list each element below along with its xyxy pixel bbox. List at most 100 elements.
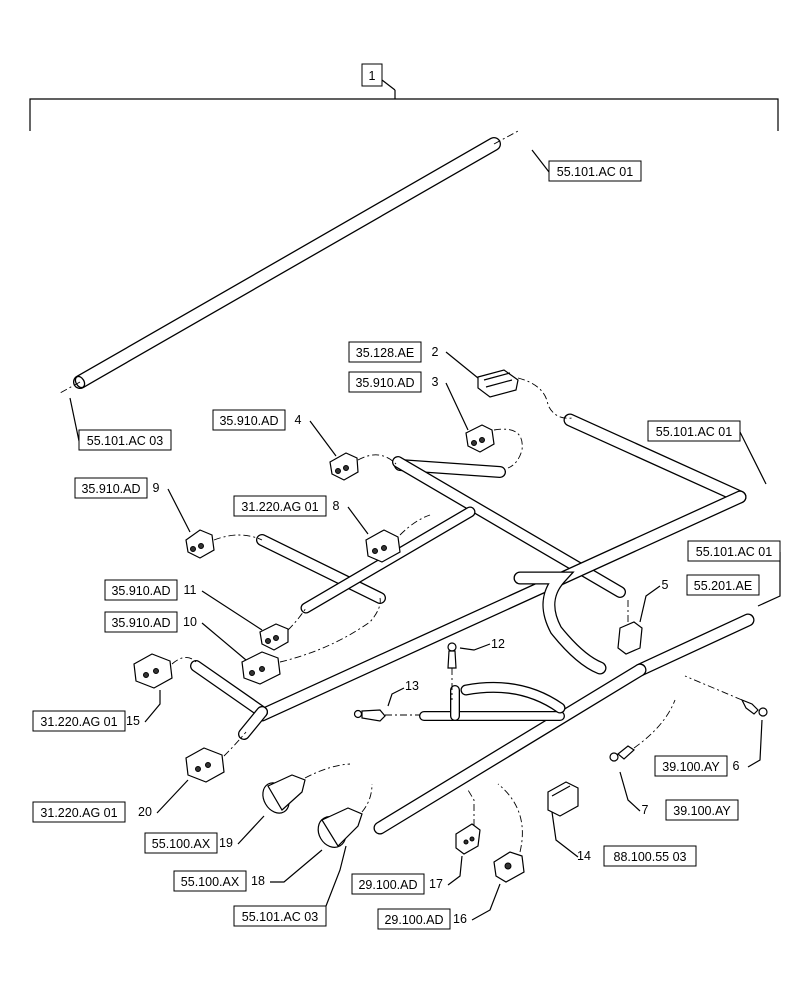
harness-trunks [190, 413, 755, 835]
connector-20 [185, 731, 247, 783]
callout: 35.910.AD 11 [104, 579, 263, 631]
callout-box [104, 579, 178, 601]
callout-reference: 31.220.AG 01 [40, 806, 117, 820]
callout: 39.100.AY7 [619, 771, 739, 821]
callout-leader-line [167, 488, 191, 533]
callout-leader-line [270, 849, 323, 883]
callout-leader-line [309, 420, 337, 457]
item-number: 4 [295, 413, 302, 427]
callout-box [348, 341, 422, 363]
callout: 55.100.AX 19 [144, 815, 265, 854]
callout-box [548, 160, 642, 182]
callout-leader-line [747, 719, 763, 768]
callout-leader-line [325, 845, 347, 907]
callout-box [377, 908, 451, 930]
callout: 29.100.AD 16 [377, 883, 501, 930]
callout-reference: 88.100.55 03 [614, 850, 687, 864]
item-number: 9 [153, 481, 160, 495]
callout-leader-line [156, 779, 189, 814]
callout-box [665, 799, 739, 821]
item-number: 3 [432, 375, 439, 389]
item-number: 7 [642, 803, 649, 817]
item-leader-line [459, 643, 491, 651]
callout: 39.100.AY 6 [654, 719, 763, 777]
long-conduit [59, 129, 521, 394]
callout: 55.101.AC 03 [69, 397, 172, 451]
callout: 31.220.AG 01 20 [32, 779, 189, 823]
connector-8 [365, 514, 431, 563]
callout-reference: 39.100.AY [662, 760, 720, 774]
callout-leader-line [639, 585, 661, 623]
callout-box [348, 371, 422, 393]
connector-4 [329, 452, 397, 481]
connector-2 [477, 369, 573, 419]
connector-10 [241, 597, 381, 685]
item-number: 8 [333, 499, 340, 513]
callout: 55.101.AC 03 [233, 845, 347, 927]
callout-box [212, 409, 286, 431]
callout-box [233, 495, 327, 517]
callout-box [647, 420, 741, 442]
item-number: 19 [219, 836, 233, 850]
callout-reference: 55.201.AE [694, 579, 752, 593]
plug-18 [317, 783, 373, 848]
item-number: 6 [733, 759, 740, 773]
callout-reference: 35.910.AD [111, 584, 170, 598]
callout-reference: 55.101.AC 03 [87, 434, 163, 448]
callout-leader-line [757, 552, 781, 607]
callout-reference: 35.910.AD [111, 616, 170, 630]
callout-box [233, 905, 327, 927]
callout-leader-line [551, 811, 579, 858]
connector-11 [259, 607, 307, 651]
loose-item-callout: 13 [387, 679, 419, 707]
item-number: 2 [432, 345, 439, 359]
item-number: 17 [429, 877, 443, 891]
callout-leader-line [471, 883, 501, 921]
assembly-bracket: 1 [29, 63, 779, 131]
callout-reference: 31.220.AG 01 [40, 715, 117, 729]
callout-leader-line [445, 351, 479, 379]
callout-box [32, 801, 126, 823]
item-leader-line [387, 687, 405, 707]
item-number: 20 [138, 805, 152, 819]
connector-14 [547, 781, 579, 817]
item-number: 5 [662, 578, 669, 592]
callout-leader-line [531, 149, 550, 173]
callout-leader-line [144, 690, 161, 723]
item-number: 11 [184, 583, 197, 597]
callout: 35.910.AD 10 [104, 611, 247, 661]
callout-reference: 55.101.AC 01 [696, 545, 772, 559]
item-number: 16 [453, 912, 467, 926]
callout-box [78, 429, 172, 451]
plug-19 [262, 763, 351, 814]
callout: 55.101.AC 01 [647, 420, 767, 485]
callout: 55.101.AC 01 [687, 540, 781, 607]
assembly-item-box [361, 63, 383, 87]
connector-16 [493, 783, 525, 883]
assembly-item-number: 1 [369, 69, 376, 83]
callout-leader-line [739, 431, 767, 485]
connector-17 [455, 789, 481, 855]
callout: 31.220.AG 01 8 [233, 495, 369, 535]
callout-box [351, 873, 425, 895]
ring-terminal-13 [353, 709, 420, 722]
callout-box [654, 755, 728, 777]
callout-leader-line [237, 815, 265, 845]
ring-terminal-6 [684, 675, 768, 717]
callout: 55.101.AC 01 [531, 149, 642, 182]
item-number: 10 [183, 615, 197, 629]
callout-box [687, 540, 781, 562]
callout-reference: 55.100.AX [181, 875, 240, 889]
connector-15 [133, 653, 197, 689]
callout-leader-line [445, 382, 469, 431]
callout-reference: 55.100.AX [152, 837, 211, 851]
callout-reference: 29.100.AD [384, 913, 443, 927]
callout-reference: 31.220.AG 01 [241, 500, 318, 514]
